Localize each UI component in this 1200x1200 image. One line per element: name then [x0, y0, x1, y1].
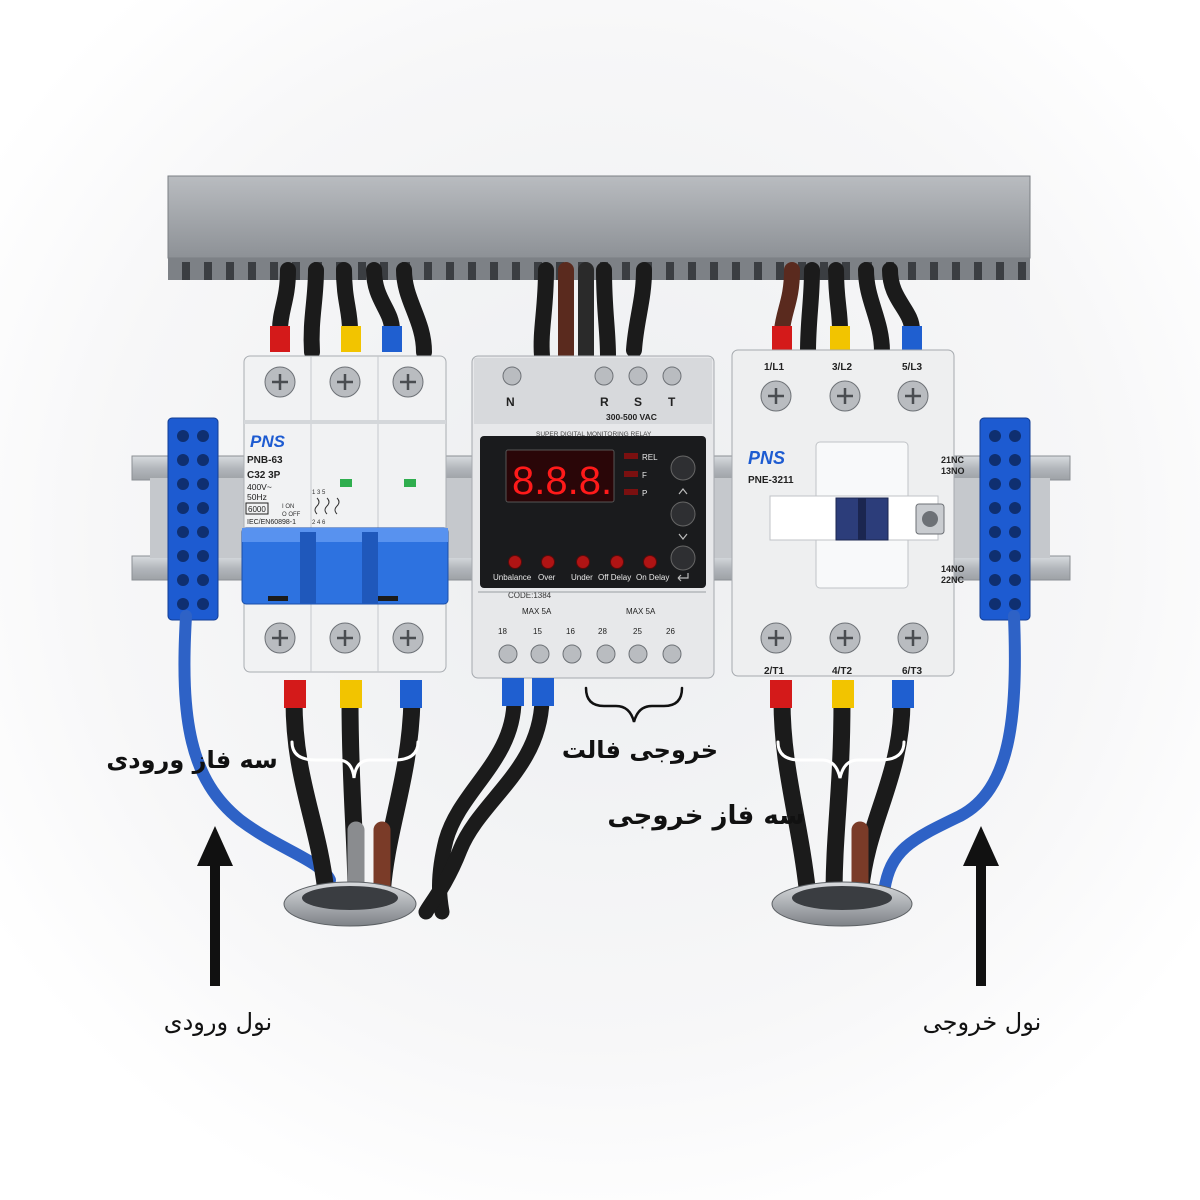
- contactor-top-terminal-1: 1/L1: [764, 362, 784, 373]
- label-three-phase-input: سه فاز ورودی: [106, 746, 277, 774]
- breaker-toggle[interactable]: [241, 527, 449, 605]
- relay-bottom-screws: [498, 644, 682, 664]
- breaker-frequency: 50Hz: [247, 492, 267, 502]
- label-three-phase-output: سه فاز خروجی: [607, 801, 804, 831]
- contactor-aux-22nc: 22NC: [941, 575, 965, 585]
- breaker-voltage: 400V~: [247, 482, 272, 492]
- relay-contact-16: 16: [566, 627, 575, 636]
- contactor-top-screws: [760, 380, 929, 412]
- relay-display: [505, 449, 615, 503]
- led-label-over: Over: [538, 573, 556, 582]
- relay-status-leds: [508, 555, 657, 569]
- relay-indicator-f: F: [642, 471, 647, 480]
- relay-indicator-p: P: [642, 489, 647, 498]
- relay-down-button[interactable]: [670, 501, 696, 527]
- monitoring-relay: N R S T 300-500 VAC SUPER DIGITAL MONITO…: [471, 355, 715, 679]
- relay-contact-28: 28: [598, 627, 607, 636]
- relay-contact-26: 26: [666, 627, 675, 636]
- led-label-on-delay: On Delay: [636, 573, 669, 582]
- top-wires: [272, 262, 920, 364]
- contactor-aux-21nc: 21NC: [941, 455, 965, 465]
- breaker-pole-numbers-bottom: 2 4 6: [312, 520, 326, 526]
- relay-display-value: 8.8.8.: [512, 459, 612, 503]
- relay-terminal-n: N: [506, 395, 515, 409]
- brace-three-phase-input: [290, 740, 420, 779]
- neutral-terminal-block-input: [167, 417, 219, 621]
- contactor-bottom-terminal-1: 2/T1: [764, 666, 784, 677]
- breaker-on-text: I ON: [282, 504, 294, 510]
- relay-code: CODE:1384: [508, 591, 552, 600]
- enter-icon: [677, 573, 689, 582]
- relay-terminal-t: T: [668, 395, 676, 409]
- arrow-neutral-input: [197, 826, 233, 986]
- contactor-aux-13no: 13NO: [941, 466, 965, 476]
- relay-terminal-s: S: [634, 395, 642, 409]
- contactor: 1/L1 3/L2 5/L3 PNS PNE-3211 21NC 13NO 14…: [731, 349, 965, 677]
- relay-up-button[interactable]: [670, 455, 696, 481]
- cable-grommet-right: [771, 881, 913, 927]
- relay-panel-title: SUPER DIGITAL MONITORING RELAY: [536, 431, 652, 438]
- relay-max-current-2: MAX 5A: [626, 607, 656, 616]
- relay-indicator-rel: REL: [642, 453, 658, 462]
- circuit-breaker: PNS PNB-63 C32 3P 400V~ 50Hz 6000 IEC/EN…: [241, 355, 449, 673]
- contactor-bottom-screws: [760, 622, 929, 654]
- contactor-bottom-terminal-3: 6/T3: [902, 666, 922, 677]
- braces: [290, 740, 906, 779]
- breaker-rating: C32 3P: [247, 470, 281, 481]
- breaker-indicator-2: [404, 479, 416, 487]
- label-neutral-output: نول خروجی: [923, 1008, 1042, 1036]
- breaker-indicator-1: [340, 479, 352, 487]
- led-label-unbalance: Unbalance: [493, 573, 532, 582]
- breaker-off-text: O OFF: [282, 512, 301, 518]
- relay-contact-15: 15: [533, 627, 542, 636]
- relay-enter-button[interactable]: [670, 545, 696, 571]
- contactor-model: PNE-3211: [748, 475, 794, 486]
- relay-max-current-1: MAX 5A: [522, 607, 552, 616]
- label-neutral-input: نول ورودی: [164, 1008, 272, 1036]
- relay-terminal-r: R: [600, 395, 609, 409]
- breaker-top-screws: [264, 366, 424, 398]
- arrow-neutral-output: [963, 826, 999, 986]
- contactor-brand: PNS: [748, 448, 785, 468]
- bottom-ferrules: [284, 678, 914, 708]
- led-label-under: Under: [571, 573, 593, 582]
- relay-voltage-range: 300-500 VAC: [606, 412, 657, 422]
- contactor-top-terminal-2: 3/L2: [832, 362, 852, 373]
- cable-grommet-left: [283, 881, 417, 927]
- arrow-up-icon: [678, 488, 688, 495]
- breaker-pole-numbers: 1 3 5: [312, 490, 326, 496]
- breaker-standard: IEC/EN60898-1: [247, 519, 296, 526]
- relay-contact-18: 18: [498, 627, 507, 636]
- relay-contact-25: 25: [633, 627, 642, 636]
- contactor-aux-14no: 14NO: [941, 564, 965, 574]
- top-ferrules: [270, 326, 922, 352]
- neutral-terminal-block-output: [979, 417, 1031, 621]
- arrow-down-icon: [678, 533, 688, 540]
- breaker-model: PNB-63: [247, 455, 283, 466]
- bottom-wires: [178, 610, 1021, 920]
- led-label-off-delay: Off Delay: [598, 573, 631, 582]
- breaker-bottom-screws: [264, 622, 424, 654]
- breaker-capacity: 6000: [248, 505, 266, 514]
- contactor-bottom-terminal-2: 4/T2: [832, 666, 852, 677]
- relay-top-screws: [502, 366, 682, 386]
- breaker-brand: PNS: [250, 432, 286, 451]
- label-fault-output: خروجی فالت: [562, 736, 718, 764]
- contactor-top-terminal-3: 5/L3: [902, 362, 922, 373]
- brace-three-phase-output: [776, 740, 906, 779]
- brace-fault-output: [584, 686, 684, 723]
